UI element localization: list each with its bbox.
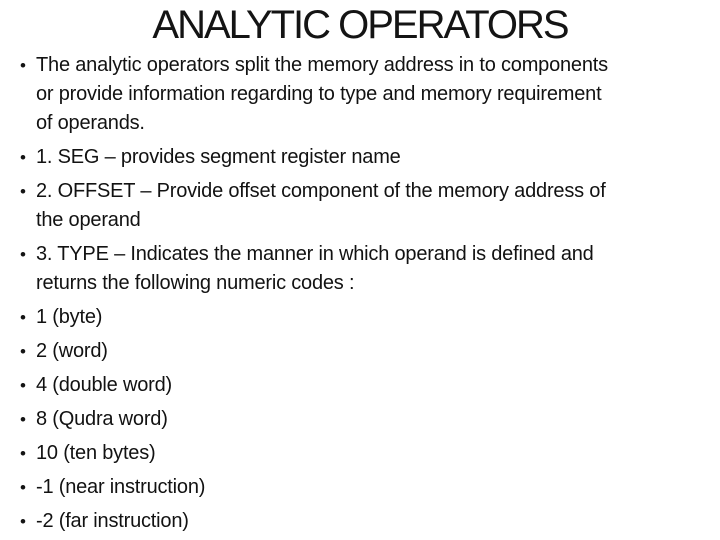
- bullet-text: 1. SEG – provides segment register name: [36, 143, 720, 172]
- bullet-text-line: 2. OFFSET – Provide offset component of …: [36, 180, 606, 202]
- bullet-text-line: 3. TYPE – Indicates the manner in which …: [36, 243, 594, 265]
- bullet-item-code-qword: • 8 (Qudra word): [0, 405, 720, 434]
- bullet-text: The analytic operators split the memory …: [36, 51, 720, 138]
- bullet-marker: •: [20, 478, 26, 497]
- bullet-text: 4 (double word): [36, 371, 720, 400]
- bullet-text-line: the operand: [36, 209, 141, 231]
- bullet-text-line: returns the following numeric codes :: [36, 272, 355, 294]
- bullet-text: -1 (near instruction): [36, 473, 720, 502]
- bullet-text: 3. TYPE – Indicates the manner in which …: [36, 240, 720, 298]
- bullet-marker: •: [20, 444, 26, 463]
- bullet-marker: •: [20, 308, 26, 327]
- bullet-marker: •: [20, 182, 26, 201]
- bullet-text-line: 2 (word): [36, 340, 108, 362]
- bullet-item-intro: • The analytic operators split the memor…: [0, 51, 720, 138]
- bullet-text-line: or provide information regarding to type…: [36, 83, 602, 105]
- bullet-marker: •: [20, 56, 26, 75]
- bullet-text: 2. OFFSET – Provide offset component of …: [36, 177, 720, 235]
- bullet-text: 2 (word): [36, 337, 720, 366]
- bullet-text-line: 1 (byte): [36, 306, 103, 328]
- bullet-text-line: 4 (double word): [36, 374, 172, 396]
- bullet-text: -2 (far instruction): [36, 507, 720, 536]
- bullet-marker: •: [20, 342, 26, 361]
- slide-body: • The analytic operators split the memor…: [0, 51, 720, 536]
- bullet-marker: •: [20, 376, 26, 395]
- bullet-item-code-tenbytes: • 10 (ten bytes): [0, 439, 720, 468]
- bullet-text: 8 (Qudra word): [36, 405, 720, 434]
- bullet-item-code-dword: • 4 (double word): [0, 371, 720, 400]
- bullet-item-code-word: • 2 (word): [0, 337, 720, 366]
- bullet-text-line: 10 (ten bytes): [36, 442, 156, 464]
- bullet-text-line: -2 (far instruction): [36, 510, 189, 532]
- bullet-marker: •: [20, 148, 26, 167]
- bullet-text-line: 8 (Qudra word): [36, 408, 168, 430]
- bullet-item-seg: • 1. SEG – provides segment register nam…: [0, 143, 720, 172]
- bullet-marker: •: [20, 410, 26, 429]
- bullet-item-code-near: • -1 (near instruction): [0, 473, 720, 502]
- bullet-text-line: 1. SEG – provides segment register name: [36, 146, 401, 168]
- bullet-item-code-byte: • 1 (byte): [0, 303, 720, 332]
- bullet-item-offset: • 2. OFFSET – Provide offset component o…: [0, 177, 720, 235]
- bullet-text-line: The analytic operators split the memory …: [36, 54, 608, 76]
- bullet-text-line: of operands.: [36, 112, 145, 134]
- bullet-marker: •: [20, 512, 26, 531]
- bullet-text: 1 (byte): [36, 303, 720, 332]
- bullet-item-type: • 3. TYPE – Indicates the manner in whic…: [0, 240, 720, 298]
- bullet-item-code-far: • -2 (far instruction): [0, 507, 720, 536]
- slide-title: ANALYTIC OPERATORS: [152, 3, 569, 47]
- bullet-text-line: -1 (near instruction): [36, 476, 206, 498]
- bullet-marker: •: [20, 245, 26, 264]
- bullet-text: 10 (ten bytes): [36, 439, 720, 468]
